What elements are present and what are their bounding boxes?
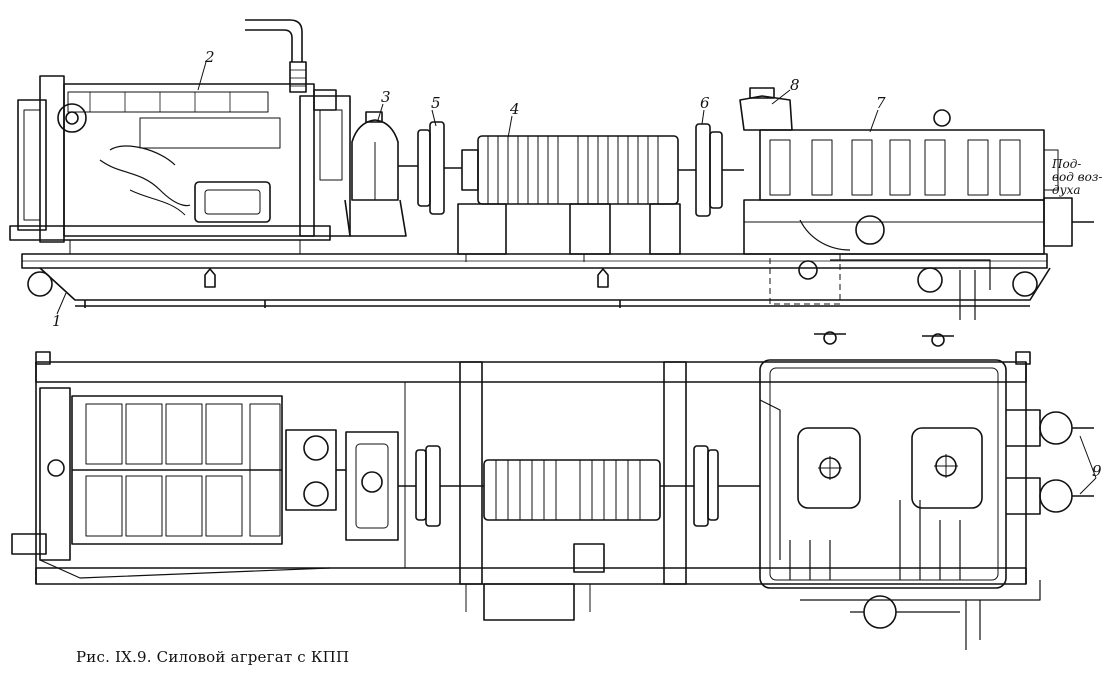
generator-plan (415, 445, 760, 621)
base-frame (21, 253, 1051, 308)
callout-4: 4 (510, 100, 520, 118)
generator (457, 135, 696, 262)
callout-2: 2 (205, 48, 215, 66)
callout-leaders-top (56, 61, 879, 315)
callout-5: 5 (431, 94, 441, 112)
gearbox (739, 87, 1094, 320)
callout-leaders-bottom (1079, 435, 1097, 495)
plan-frame (35, 351, 1031, 585)
gearbox-plan (759, 331, 1094, 650)
side-elevation-view (9, 19, 1094, 320)
callout-7: 7 (876, 94, 886, 112)
coupling-left (417, 121, 462, 215)
air-supply-note-line-1: Под- (1052, 157, 1082, 171)
callout-8: 8 (790, 76, 800, 94)
air-supply-note-line-3: духа (1052, 183, 1081, 197)
callout-3: 3 (381, 88, 391, 106)
air-supply-note-line-2: вод воз- (1052, 170, 1103, 184)
callout-9: 9 (1092, 462, 1102, 480)
reduction-gear (344, 111, 418, 237)
callout-1: 1 (52, 312, 62, 330)
engine (9, 75, 351, 254)
callout-6: 6 (700, 94, 710, 112)
coupling-right (695, 123, 744, 217)
engine-plan (11, 387, 346, 579)
plan-view (11, 331, 1097, 650)
air-supply-note: Под- вод воз- духа (1052, 158, 1111, 197)
figure-caption: Рис. IX.9. Силовой агрегат с КПП (76, 648, 350, 666)
exhaust-pipe (245, 19, 337, 111)
reducer-plan (345, 431, 416, 541)
